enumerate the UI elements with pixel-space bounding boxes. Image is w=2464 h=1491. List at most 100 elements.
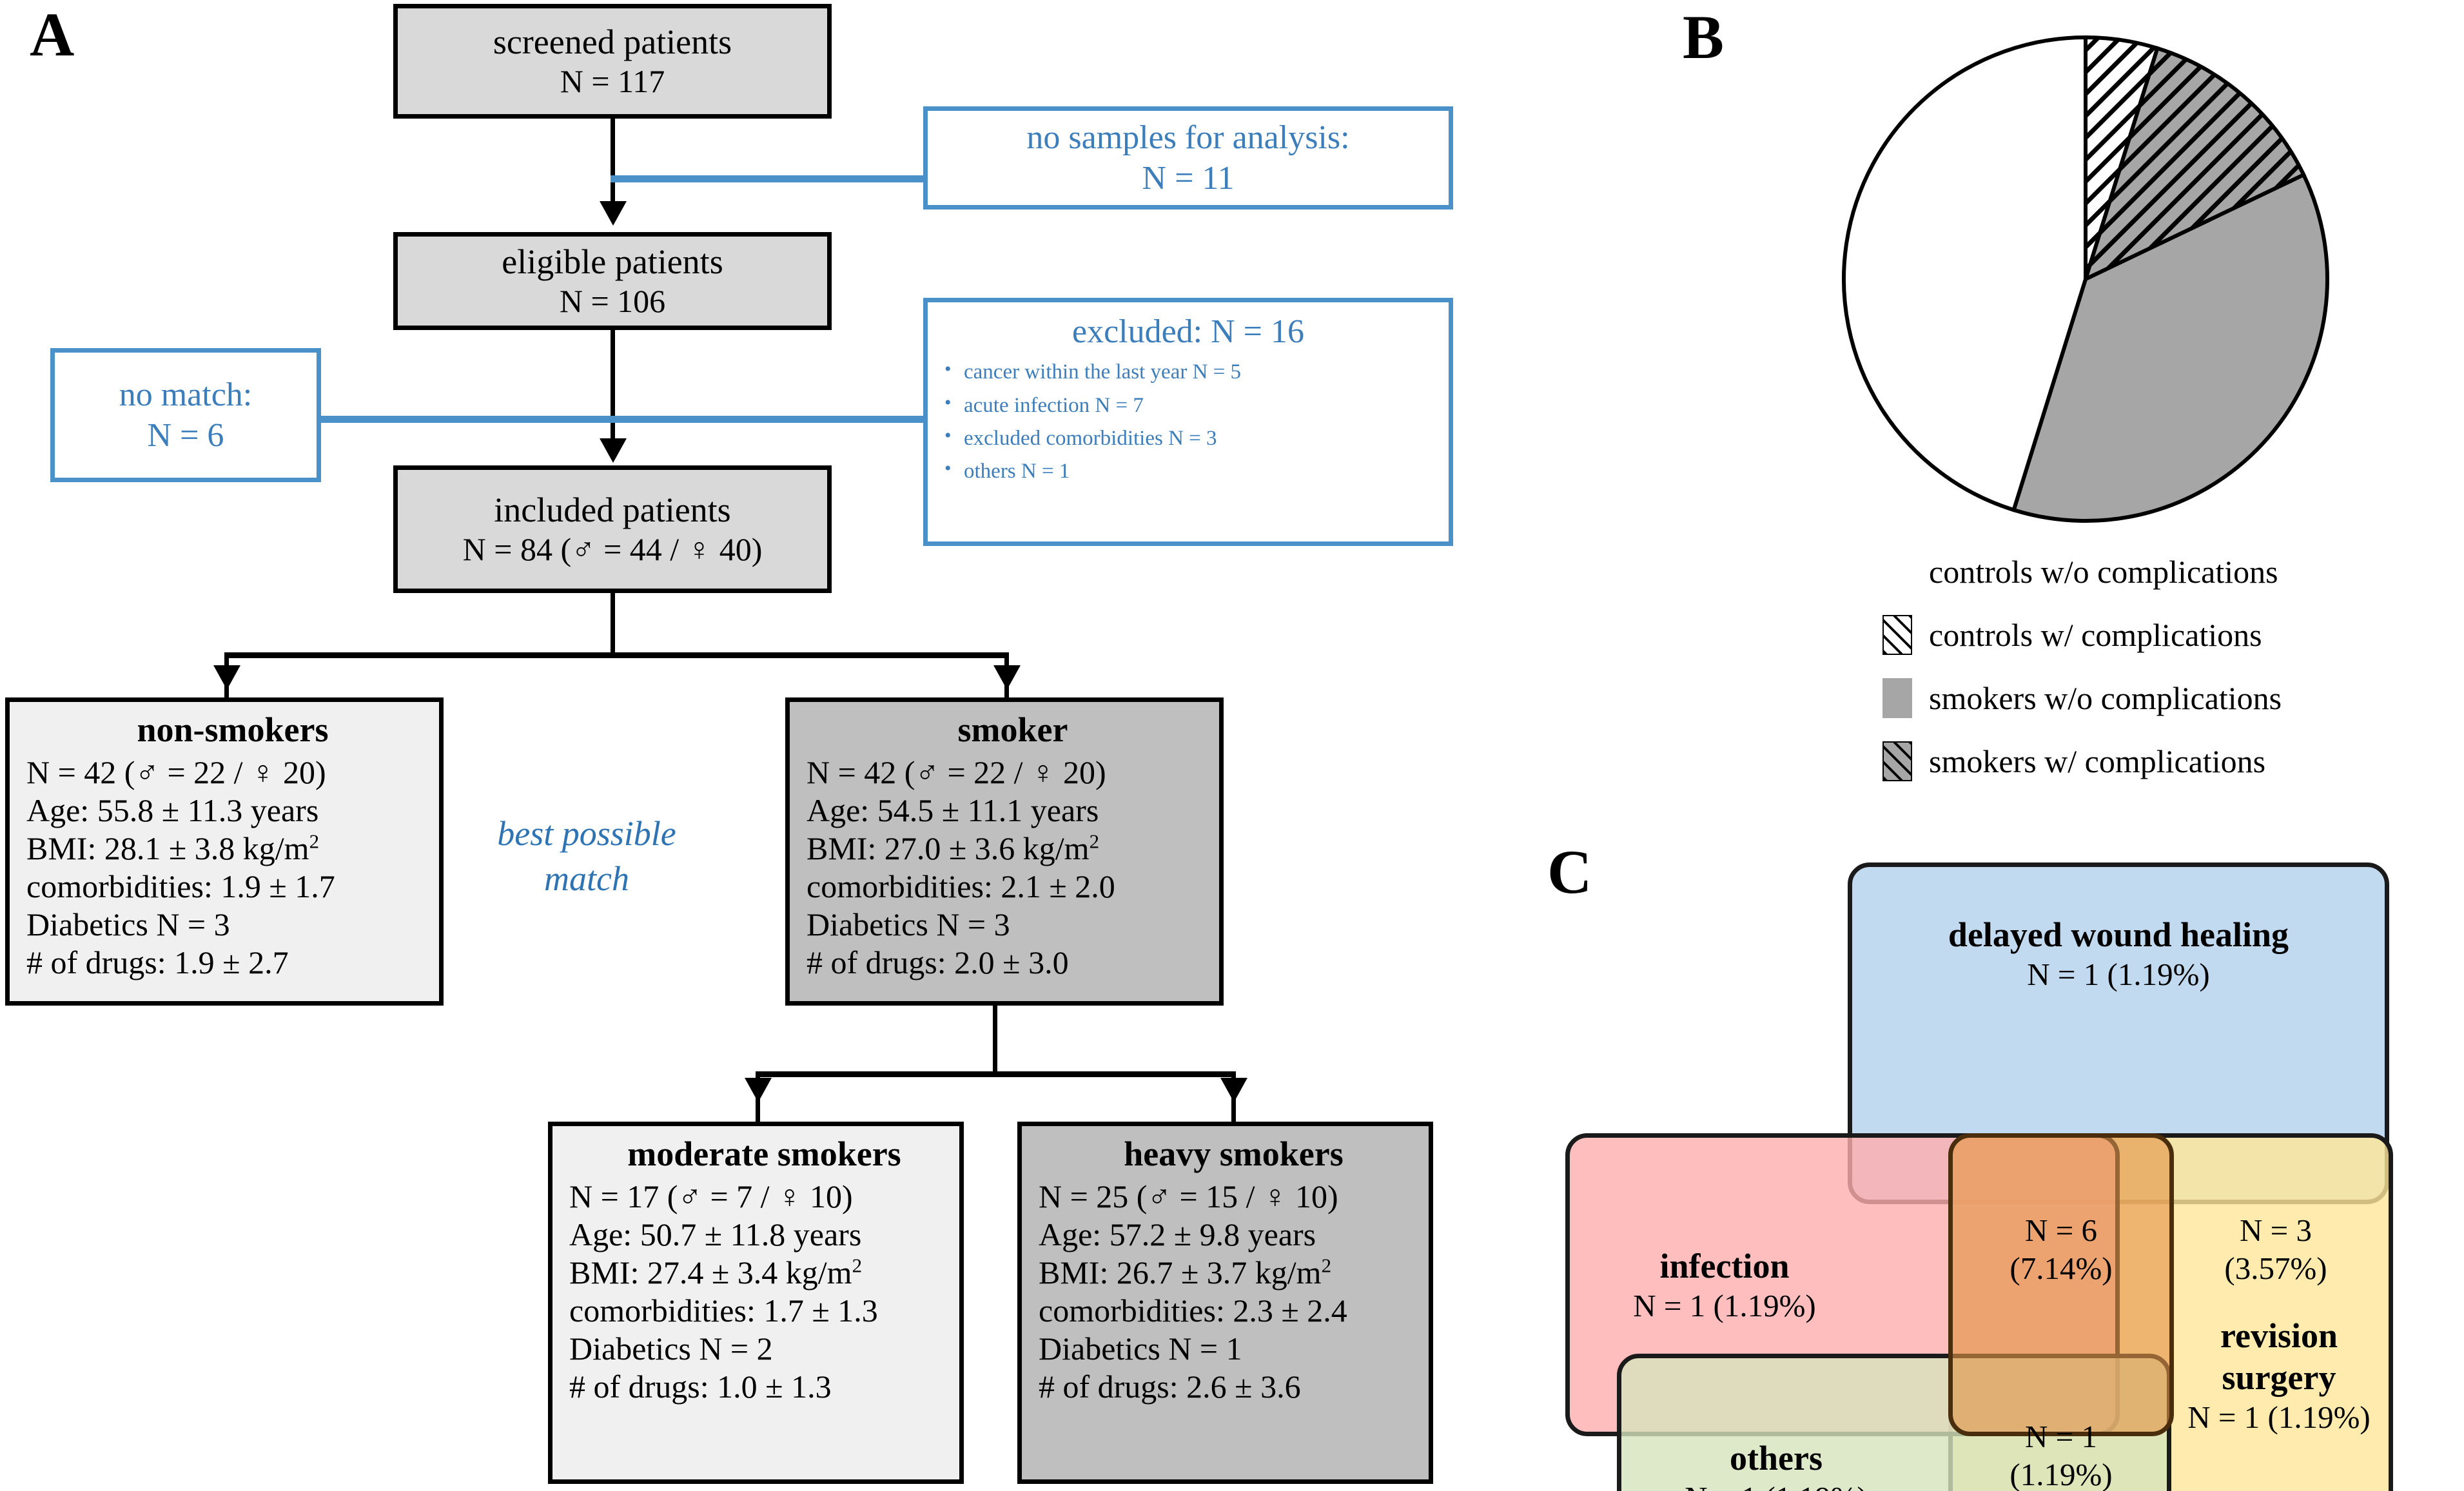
group-box-non-smokers: non-smokers N = 42 (♂ = 22 / ♀ 20) Age: … [5,697,444,1006]
venn-label-infection: infection N = 1 (1.19%) [1633,1247,1816,1323]
included-patients-title: included patients [494,490,731,529]
connector-branch-right [1004,652,1009,735]
arrowhead-included [600,438,627,463]
smoker-age: Age: 54.5 ± 11.1 years [807,792,1099,828]
no-samples-line2: N = 11 [1142,160,1235,197]
smoker-title: smoker [957,710,1068,749]
smoker-comorbidities: comorbidities: 2.1 ± 2.0 [807,868,1115,904]
pie-slice [2082,46,2307,283]
non-smokers-age: Age: 55.8 ± 11.3 years [26,792,319,828]
venn-label-delayed-wound-healing: delayed wound healing N = 1 (1.19%) [1948,915,2289,992]
heavy-smokers-drugs: # of drugs: 2.6 ± 3.6 [1039,1368,1301,1405]
excluded-reason-item: excluded comorbidities N = 3 [928,421,1449,455]
excluded-reason-item: cancer within the last year N = 5 [928,355,1449,389]
venn-value-dwh-infection-revision: N = 6 (7.14%) [2009,1213,2113,1286]
heavy-smokers-bmi: BMI: 26.7 ± 3.7 kg/m2 [1039,1254,1332,1291]
legend-swatch-hatched-white-icon [1882,615,1912,655]
venn-intersection-dwh-infection-revision [1948,1133,2174,1436]
venn-label-revision-surgery: revision surgery N = 1 (1.19%) [2187,1316,2371,1435]
legend-swatch-blank-icon [1882,552,1912,592]
legend-swatch-hatched-gray-icon [1882,741,1912,781]
no-match-line2: N = 6 [147,417,224,454]
pie-slice [2011,172,2329,523]
non-smokers-comorbidities: comorbidities: 1.9 ± 1.7 [26,868,335,904]
screened-patients-n: N = 117 [560,63,665,100]
connector-smoker-branch-bar [756,1071,1236,1077]
heavy-smokers-title: heavy smokers [1124,1135,1344,1173]
pie-chart [1802,24,2369,534]
arrowhead-smoker [993,665,1021,690]
moderate-smokers-age: Age: 50.7 ± 11.8 years [569,1216,862,1252]
venn-value-dwh-revision: N = 3 (3.57%) [2224,1213,2327,1286]
panel-c-letter: C [1547,837,1592,906]
legend-item-controls-w-complications: controls w/ complications [1882,615,2262,655]
exclusion-box-no-samples: no samples for analysis: N = 11 [923,106,1453,210]
legend-label: smokers w/o complications [1929,680,2282,716]
no-match-line1: no match: [119,376,253,413]
moderate-smokers-n: N = 17 (♂ = 7 / ♀ 10) [569,1178,853,1214]
heavy-smokers-comorbidities: comorbidities: 2.3 ± 2.4 [1039,1292,1347,1329]
no-samples-line1: no samples for analysis: [1026,119,1350,156]
connector-smoker-branch-stem [993,1006,997,1077]
pie-slice [1842,35,2088,512]
exclusion-box-no-match: no match: N = 6 [50,348,321,482]
non-smokers-diabetics: Diabetics N = 3 [26,906,230,942]
connector-screened-eligible [611,119,615,214]
moderate-smokers-bmi: BMI: 27.4 ± 3.4 kg/m2 [569,1254,863,1291]
venn-value-others-revision: N = 1 (1.19%) [2009,1419,2113,1491]
best-possible-match-note: best possible match [451,811,722,901]
group-box-heavy-smokers: heavy smokers N = 25 (♂ = 15 / ♀ 10) Age… [1017,1122,1433,1484]
connector-branch-left [224,652,229,735]
pie-chart-svg [1842,35,2329,523]
connector-no-samples [611,175,933,182]
smoker-bmi: BMI: 27.0 ± 3.6 kg/m2 [807,830,1100,866]
panel-a-letter: A [30,0,75,69]
group-box-smoker: smoker N = 42 (♂ = 22 / ♀ 20) Age: 54.5 … [785,697,1224,1006]
legend-label: controls w/ complications [1929,617,2262,653]
heavy-smokers-age: Age: 57.2 ± 9.8 years [1039,1216,1316,1252]
moderate-smokers-drugs: # of drugs: 1.0 ± 1.3 [569,1368,832,1405]
eligible-patients-title: eligible patients [502,242,723,281]
non-smokers-title: non-smokers [137,710,329,749]
included-patients-n: N = 84 (♂ = 44 / ♀ 40) [462,531,763,568]
heavy-smokers-n: N = 25 (♂ = 15 / ♀ 10) [1039,1178,1338,1214]
connector-included-branch-stem [611,593,615,655]
smoker-diabetics: Diabetics N = 3 [807,906,1010,942]
connector-included-branch-bar [224,652,1009,658]
legend-item-smokers-w-complications: smokers w/ complications [1882,741,2265,781]
arrowhead-heavy-smokers [1220,1078,1247,1102]
group-box-moderate-smokers: moderate smokers N = 17 (♂ = 7 / ♀ 10) A… [548,1122,964,1484]
legend-item-controls-wo-complications: controls w/o complications [1882,552,2278,592]
best-match-line1: best possible [497,814,676,853]
moderate-smokers-diabetics: Diabetics N = 2 [569,1330,773,1367]
excluded-heading: excluded: N = 16 [1071,313,1304,350]
arrowhead-non-smokers [213,665,240,690]
flow-box-screened-patients: screened patients N = 117 [393,4,832,119]
smoker-n: N = 42 (♂ = 22 / ♀ 20) [807,754,1106,790]
connector-smoker-branch-left [756,1071,760,1147]
non-smokers-drugs: # of drugs: 1.9 ± 2.7 [26,944,289,980]
connector-eligible-included [611,330,615,453]
connector-no-match-excluded [321,416,924,423]
legend-swatch-solid-gray-icon [1882,678,1912,718]
legend-item-smokers-wo-complications: smokers w/o complications [1882,678,2282,718]
legend-label: controls w/o complications [1929,554,2278,590]
excluded-reason-item: acute infection N = 7 [928,388,1449,422]
connector-smoker-branch-right [1231,1071,1236,1147]
excluded-reason-item: others N = 1 [928,454,1449,488]
arrowhead-eligible [600,201,627,226]
moderate-smokers-comorbidities: comorbidities: 1.7 ± 1.3 [569,1292,878,1329]
arrowhead-moderate-smokers [745,1078,772,1102]
flow-box-included-patients: included patients N = 84 (♂ = 44 / ♀ 40) [393,465,832,593]
best-match-line2: match [544,859,629,899]
non-smokers-n: N = 42 (♂ = 22 / ♀ 20) [26,754,326,790]
excluded-reason-list: cancer within the last year N = 5 acute … [928,355,1449,488]
legend-label: smokers w/ complications [1929,743,2266,779]
heavy-smokers-diabetics: Diabetics N = 1 [1039,1330,1242,1367]
venn-label-others: others N = 1 (1.19%) [1685,1439,1867,1491]
flow-box-eligible-patients: eligible patients N = 106 [393,232,832,330]
eligible-patients-n: N = 106 [559,283,666,320]
non-smokers-bmi: BMI: 28.1 ± 3.8 kg/m2 [26,830,320,866]
smoker-drugs: # of drugs: 2.0 ± 3.0 [807,944,1069,980]
panel-b-letter: B [1683,3,1725,72]
